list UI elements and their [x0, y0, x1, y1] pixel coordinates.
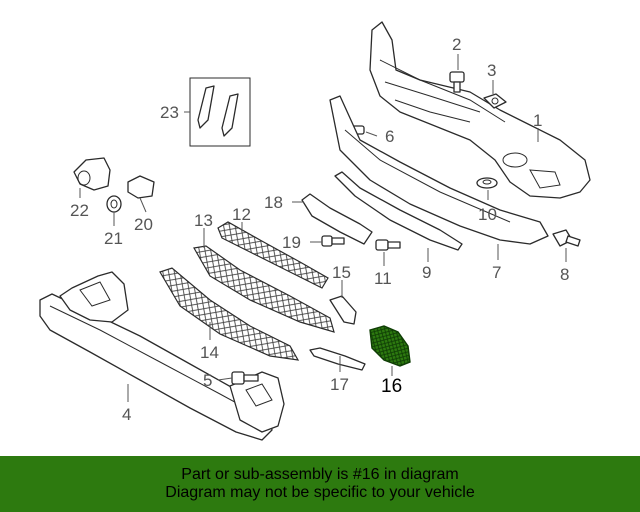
callout-3: 3: [487, 61, 496, 80]
callout-13: 13: [194, 211, 213, 230]
part-13-grille: [193, 245, 335, 333]
callout-23: 23: [160, 103, 179, 122]
callout-9: 9: [422, 263, 431, 282]
callout-5: 5: [203, 371, 212, 390]
callout-12: 12: [232, 205, 251, 224]
part-4-impact-beam: [39, 271, 285, 441]
banner-line-2: Diagram may not be specific to your vehi…: [165, 484, 475, 501]
parts-diagram: 1 2 3 4 5 6 7 8 9 10 11 12 13 14 15 16 1…: [39, 21, 591, 441]
part-17-trim-strip: [309, 347, 366, 371]
part-21-ring: [106, 195, 122, 213]
callout-20: 20: [134, 215, 153, 234]
callout-22: 22: [70, 201, 89, 220]
part-16-grille-insert: [369, 325, 411, 367]
part-23-brackets: [189, 77, 251, 147]
callout-7: 7: [492, 263, 501, 282]
part-18-strip: [301, 193, 373, 245]
callout-14: 14: [200, 343, 219, 362]
info-banner: Part or sub-assembly is #16 in diagram D…: [0, 456, 640, 512]
part-22-sensor-bracket: [73, 157, 111, 191]
callout-4: 4: [122, 405, 131, 424]
part-11-bolt: [375, 239, 401, 251]
callout-11: 11: [374, 269, 392, 288]
callout-17: 17: [330, 375, 349, 394]
part-3-clip: [483, 93, 507, 109]
part-9-lip-strip: [334, 171, 463, 251]
part-7-lower-trim: [329, 95, 549, 245]
callout-8: 8: [560, 265, 569, 284]
callout-18: 18: [264, 193, 283, 212]
part-1-bumper-cover: [369, 21, 591, 199]
part-12-grille-strip: [217, 221, 329, 289]
callout-6: 6: [385, 127, 394, 146]
banner-line-1: Part or sub-assembly is #16 in diagram: [181, 466, 459, 483]
leader-lines: [79, 54, 567, 402]
part-2-bolt: [449, 71, 465, 93]
callout-10: 10: [478, 205, 497, 224]
callout-1: 1: [533, 111, 542, 130]
part-15-bracket: [329, 295, 357, 325]
callout-19: 19: [282, 233, 301, 252]
part-14-lower-grille: [159, 267, 300, 361]
callout-21: 21: [104, 229, 123, 248]
part-10-cap: [476, 177, 498, 189]
part-8-bolt: [552, 229, 581, 247]
callout-16: 16: [381, 376, 402, 397]
callout-2: 2: [452, 35, 461, 54]
callout-15: 15: [332, 263, 351, 282]
part-19-bolt: [321, 235, 345, 247]
part-20-sensor: [127, 175, 155, 199]
